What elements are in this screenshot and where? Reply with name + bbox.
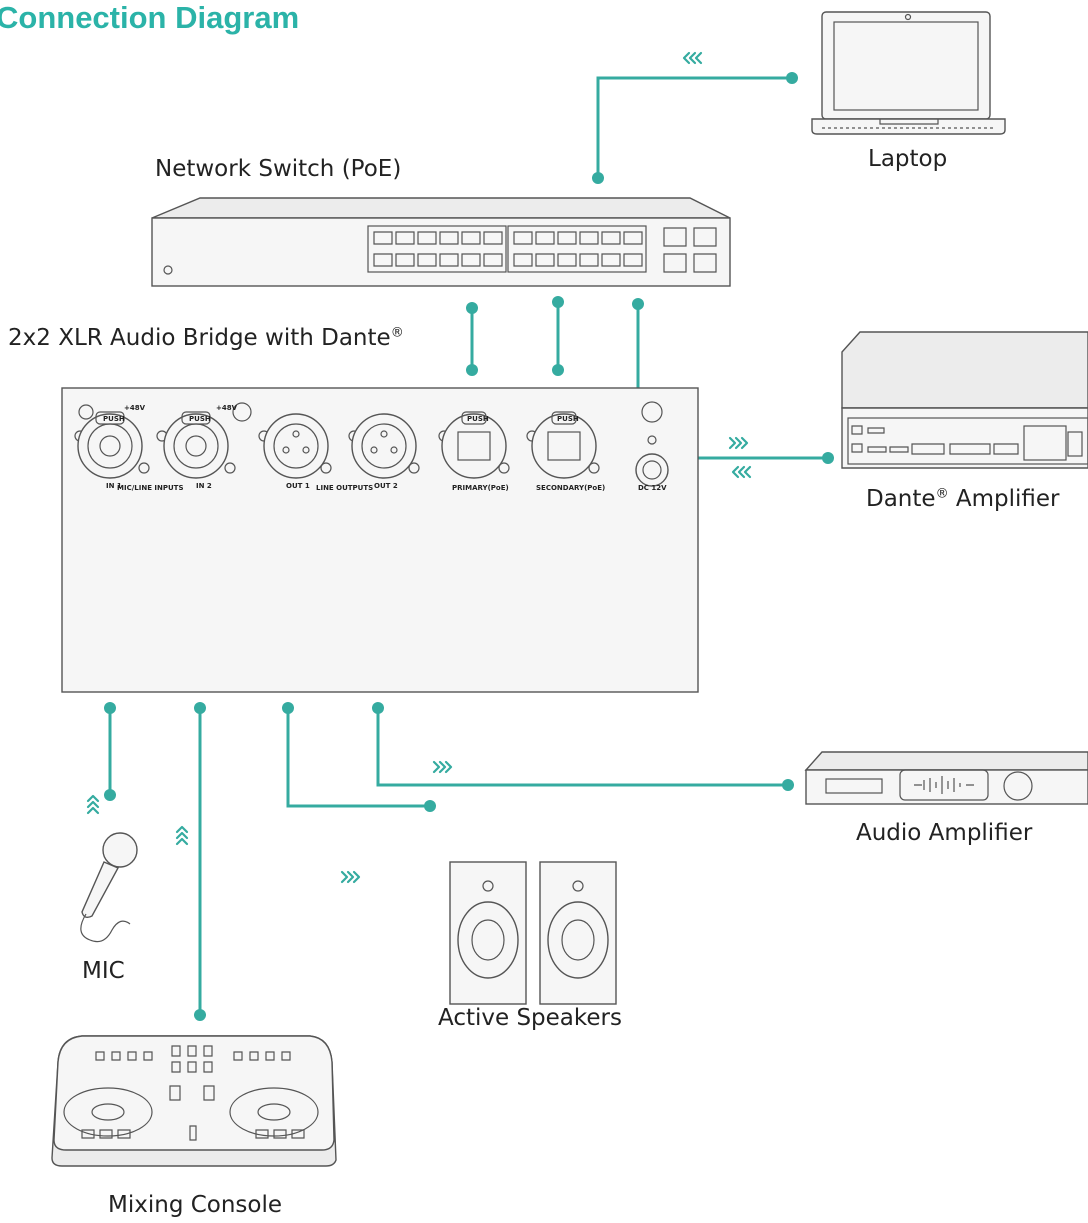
bridge-dc-port bbox=[635, 401, 669, 487]
audio-bridge-icon: +48V +48V PUSH PUSH PUSH PUSH IN 1 MIC/L… bbox=[61, 387, 699, 693]
dot-switch-port-2 bbox=[552, 296, 564, 308]
label-mic-line-inputs: MIC/LINE INPUTS bbox=[117, 484, 184, 492]
bridge-out2-connector bbox=[348, 413, 420, 479]
label-in2: IN 2 bbox=[196, 482, 212, 490]
network-switch-icon bbox=[151, 197, 731, 287]
dot-bridge-in1 bbox=[104, 702, 116, 714]
dot-laptop bbox=[786, 72, 798, 84]
audio-bridge-label: 2x2 XLR Audio Bridge with Dante® bbox=[8, 325, 404, 351]
bridge-in2-connector bbox=[156, 402, 252, 479]
bridge-secondary-port bbox=[526, 411, 600, 479]
label-out1: OUT 1 bbox=[286, 482, 310, 490]
arrow-up-console bbox=[175, 825, 189, 846]
label-push-2: PUSH bbox=[189, 415, 211, 423]
dot-bridge-primary bbox=[466, 364, 478, 376]
network-switch-label: Network Switch (PoE) bbox=[155, 156, 402, 182]
dante-amplifier-label-pre: Dante bbox=[866, 486, 936, 512]
arrow-left-dante-amp bbox=[731, 465, 752, 479]
audio-amplifier-icon bbox=[804, 751, 1088, 805]
bridge-out1-connector bbox=[258, 413, 332, 479]
active-speakers-icon bbox=[449, 861, 617, 1005]
dot-audio-amp bbox=[782, 779, 794, 791]
active-speakers-label: Active Speakers bbox=[438, 1005, 622, 1031]
label-push-4: PUSH bbox=[557, 415, 579, 423]
dot-switch-port-1 bbox=[466, 302, 478, 314]
label-out2: OUT 2 bbox=[374, 482, 398, 490]
dot-mic bbox=[104, 789, 116, 801]
dot-bridge-out2 bbox=[372, 702, 384, 714]
label-line-outputs: LINE OUTPUTS bbox=[316, 484, 373, 492]
dante-amplifier-label-post: Amplifier bbox=[948, 486, 1060, 512]
label-primary: PRIMARY(PoE) bbox=[452, 484, 509, 492]
dot-switch-uplink bbox=[592, 172, 604, 184]
diagram-title: Connection Diagram bbox=[0, 0, 300, 35]
dot-bridge-out1 bbox=[282, 702, 294, 714]
arrow-left-laptop bbox=[682, 51, 703, 65]
mic-label: MIC bbox=[82, 958, 125, 984]
registered-mark: ® bbox=[935, 486, 949, 502]
bridge-in1-connector bbox=[74, 404, 150, 479]
dot-dante-amp bbox=[822, 452, 834, 464]
mixing-console-label: Mixing Console bbox=[108, 1192, 283, 1218]
wire-out1-speakers bbox=[286, 708, 430, 808]
connection-dots bbox=[104, 72, 834, 1021]
dot-speakers bbox=[424, 800, 436, 812]
arrow-right-audio-amp bbox=[432, 760, 453, 774]
arrow-right-dante-amp bbox=[728, 436, 749, 450]
label-push-3: PUSH bbox=[467, 415, 489, 423]
mixing-console-icon bbox=[51, 1035, 337, 1167]
dante-amplifier-label: Dante® Amplifier bbox=[866, 486, 1060, 512]
microphone-icon bbox=[80, 832, 138, 943]
registered-mark: ® bbox=[390, 325, 404, 341]
laptop-label: Laptop bbox=[868, 146, 948, 172]
audio-bridge-label-text: 2x2 XLR Audio Bridge with Dante bbox=[8, 325, 391, 351]
label-phantom-1: +48V bbox=[124, 404, 146, 412]
arrow-up-mic bbox=[86, 794, 100, 815]
laptop-icon bbox=[811, 11, 1006, 135]
label-dc: DC 12V bbox=[638, 484, 667, 492]
wire-laptop-switch bbox=[596, 76, 792, 178]
wire-out2-audio-amp bbox=[376, 708, 788, 787]
label-in1: IN 1 bbox=[106, 482, 122, 490]
dot-switch-port-3 bbox=[632, 298, 644, 310]
label-push-1: PUSH bbox=[103, 415, 125, 423]
arrow-right-speakers bbox=[340, 870, 361, 884]
audio-amplifier-label: Audio Amplifier bbox=[856, 820, 1033, 846]
dot-console bbox=[194, 1009, 206, 1021]
label-secondary: SECONDARY(PoE) bbox=[536, 484, 605, 492]
label-phantom-2: +48V bbox=[216, 404, 238, 412]
switch-ports bbox=[367, 225, 717, 273]
dante-amplifier-icon bbox=[841, 331, 1088, 469]
bridge-primary-port bbox=[438, 411, 510, 479]
dot-bridge-in2 bbox=[194, 702, 206, 714]
dot-bridge-secondary bbox=[552, 364, 564, 376]
